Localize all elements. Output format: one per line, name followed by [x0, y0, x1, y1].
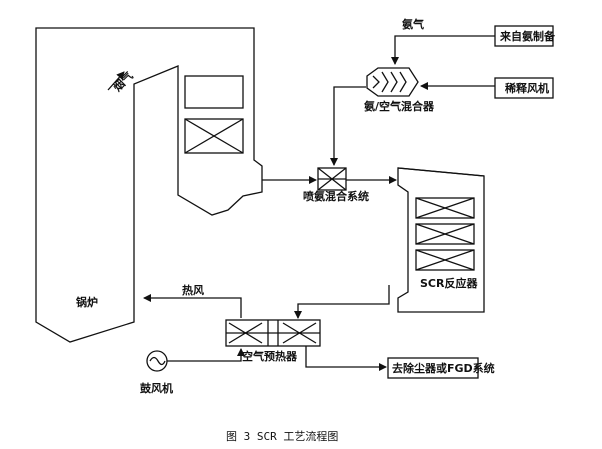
to-dust-line [305, 346, 387, 371]
dust-collector-label: 去除尘器或FGD系统 [392, 361, 495, 375]
ammonia-air-mixer [366, 67, 419, 97]
boiler [35, 27, 263, 343]
ammonia-label: 氨气 [402, 17, 424, 31]
hot-air-duct [143, 294, 242, 318]
scr-reactor-label: SCR反应器 [420, 276, 478, 290]
smoke-label: 烟气 [110, 69, 135, 94]
blower-label: 鼓风机 [140, 381, 173, 395]
air-preheater-label: 空气预热器 [242, 349, 298, 363]
scr-reactor [397, 167, 485, 313]
ammonia-air-line [330, 86, 366, 166]
mixer-label: 氨/空气混合器 [364, 99, 435, 113]
boiler-label: 锅炉 [76, 295, 98, 309]
ammonia-injection-mixer [317, 167, 347, 191]
air-preheater [225, 319, 321, 347]
dilution-fan-box [494, 77, 554, 99]
blower-air-line [167, 348, 245, 362]
ammonia-line [391, 35, 495, 65]
hot-air-label: 热风 [182, 283, 204, 297]
boiler-heat-panel [184, 75, 244, 109]
ammonia-source-label: 来自氨制备 [499, 29, 556, 43]
smoke-arrow [107, 71, 125, 91]
dilution-fan-label: 稀释风机 [505, 81, 549, 95]
injection-label: 喷氨混合系统 [303, 189, 369, 203]
scr-to-preheater-duct [294, 285, 390, 319]
blower-icon [146, 350, 168, 372]
dust-collector-box [387, 357, 479, 379]
figure-caption: 图 3 SCR 工艺流程图 [226, 429, 338, 443]
